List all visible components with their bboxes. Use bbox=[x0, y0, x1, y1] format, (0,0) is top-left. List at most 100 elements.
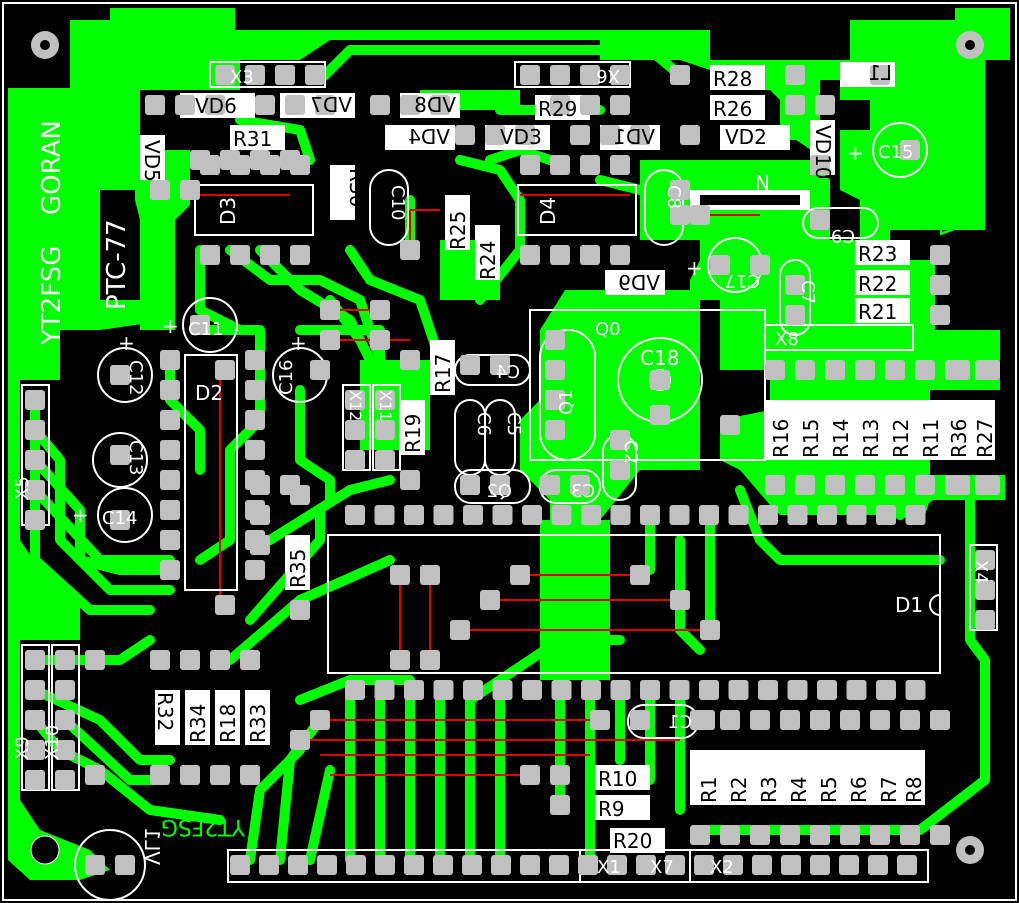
pad bbox=[817, 680, 837, 700]
pad bbox=[404, 680, 424, 700]
mounting-holes bbox=[30, 31, 984, 865]
pad bbox=[610, 680, 631, 700]
pad bbox=[290, 600, 310, 620]
label-x11: X11 bbox=[376, 390, 395, 421]
label-x7: X7 bbox=[650, 857, 674, 878]
label-r24: R24 bbox=[476, 241, 500, 280]
pad bbox=[175, 95, 195, 115]
ic-d1-outline bbox=[327, 534, 941, 674]
label-r15: R15 bbox=[799, 419, 823, 458]
pad bbox=[930, 710, 950, 730]
pad bbox=[810, 155, 830, 175]
pad bbox=[930, 825, 950, 845]
pad bbox=[876, 505, 896, 525]
pad bbox=[420, 650, 440, 670]
pad bbox=[180, 650, 200, 670]
pad bbox=[900, 140, 920, 160]
pad bbox=[150, 180, 170, 200]
pad bbox=[463, 505, 483, 525]
label-r11: R11 bbox=[919, 419, 943, 458]
ic-outlines bbox=[184, 184, 941, 674]
pad bbox=[610, 245, 630, 265]
label-r10: R10 bbox=[598, 767, 637, 791]
pad bbox=[549, 855, 569, 875]
pad bbox=[551, 680, 572, 700]
label-r28: R28 bbox=[713, 67, 752, 91]
pad bbox=[640, 505, 660, 525]
pad bbox=[260, 245, 280, 265]
pad bbox=[374, 505, 395, 525]
pad bbox=[370, 95, 390, 115]
pad bbox=[876, 680, 896, 700]
pad bbox=[345, 680, 365, 700]
pad bbox=[110, 445, 130, 465]
pad bbox=[245, 440, 265, 460]
pad bbox=[817, 505, 837, 525]
pad bbox=[345, 450, 365, 470]
pad bbox=[545, 360, 565, 380]
pad bbox=[815, 95, 835, 115]
label-vd4: VD4 bbox=[408, 125, 450, 149]
pad bbox=[975, 610, 995, 630]
pad bbox=[897, 855, 917, 875]
pad bbox=[915, 360, 935, 380]
pad bbox=[515, 125, 535, 145]
author-text: YT2FSG bbox=[37, 246, 67, 346]
pad bbox=[610, 65, 630, 85]
pad bbox=[460, 475, 480, 495]
pad bbox=[607, 855, 627, 875]
name-text: GORAN bbox=[37, 120, 67, 215]
pad bbox=[915, 475, 935, 495]
pad bbox=[25, 680, 45, 700]
label-r2: R2 bbox=[727, 776, 751, 803]
label-n: N bbox=[755, 170, 770, 194]
label-c4: C4 bbox=[496, 362, 520, 383]
label-c5: C5 bbox=[503, 412, 524, 436]
label-r21: R21 bbox=[858, 300, 897, 324]
label-r16: R16 bbox=[769, 419, 793, 458]
pad bbox=[885, 475, 905, 495]
pad bbox=[160, 380, 180, 400]
label-x5: X5 bbox=[12, 476, 33, 500]
label-vd7: VD7 bbox=[310, 93, 352, 117]
pad bbox=[855, 475, 875, 495]
pad bbox=[825, 475, 845, 495]
pad bbox=[280, 150, 300, 170]
pad bbox=[480, 590, 500, 610]
label-r14: R14 bbox=[829, 419, 853, 458]
pad bbox=[765, 360, 785, 380]
pad bbox=[25, 650, 45, 670]
label-r30: R30 bbox=[345, 168, 369, 207]
label-vd5: VD5 bbox=[140, 140, 164, 182]
pad bbox=[215, 360, 235, 380]
pad bbox=[950, 360, 970, 380]
pad bbox=[545, 330, 565, 350]
label-r19: R19 bbox=[401, 414, 425, 453]
pad bbox=[699, 505, 719, 525]
label-vd6: VD6 bbox=[195, 94, 237, 118]
jumper-wires bbox=[200, 194, 760, 776]
pad bbox=[610, 460, 630, 480]
pad bbox=[840, 825, 860, 845]
pad bbox=[430, 95, 450, 115]
label-c13: C13 bbox=[125, 440, 146, 475]
pad bbox=[930, 245, 950, 265]
pad bbox=[578, 855, 598, 875]
pad bbox=[375, 450, 395, 470]
label-vd9: VD9 bbox=[618, 271, 660, 295]
pad bbox=[85, 855, 105, 875]
pad bbox=[975, 550, 995, 570]
pad bbox=[190, 315, 210, 335]
pad bbox=[950, 475, 970, 495]
pad bbox=[580, 95, 600, 115]
pad bbox=[846, 680, 867, 700]
pad bbox=[215, 65, 235, 85]
label-vd10: VD10 bbox=[811, 125, 835, 180]
pad bbox=[580, 245, 600, 265]
pad bbox=[810, 210, 830, 230]
label-d2: D2 bbox=[195, 381, 223, 405]
label-r3: R3 bbox=[757, 776, 781, 803]
pad bbox=[370, 300, 390, 320]
pad bbox=[550, 245, 570, 265]
pad bbox=[630, 565, 650, 585]
